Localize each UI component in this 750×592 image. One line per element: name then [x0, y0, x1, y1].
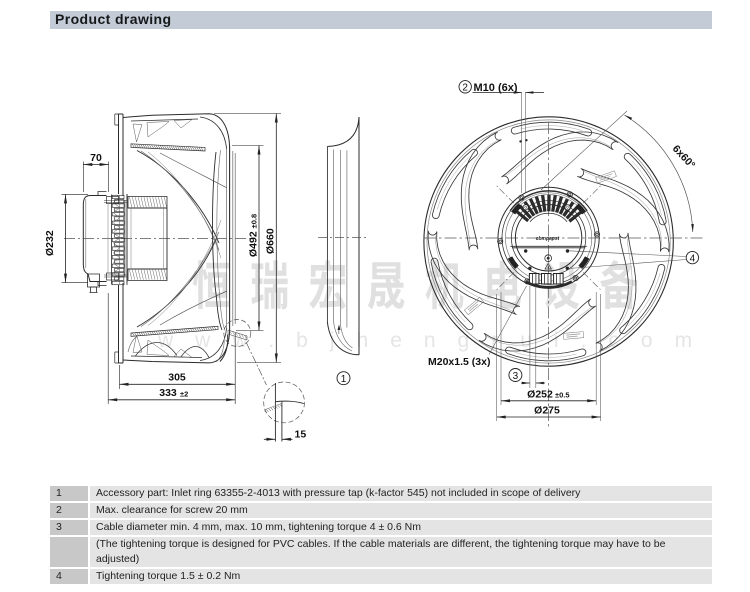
svg-text:15: 15 [295, 429, 307, 441]
svg-text:Ø232: Ø232 [44, 230, 56, 256]
svg-text:1: 1 [341, 374, 347, 385]
svg-text:3: 3 [513, 371, 519, 382]
svg-text:4: 4 [690, 253, 696, 264]
svg-text:M20x1.5 (3x): M20x1.5 (3x) [428, 356, 490, 368]
svg-text:2: 2 [462, 83, 468, 94]
svg-text:ebmpapst: ebmpapst [536, 236, 560, 242]
svg-text:±0.5: ±0.5 [555, 391, 570, 400]
svg-text:M10 (6x): M10 (6x) [474, 82, 518, 94]
svg-text:Ø660: Ø660 [265, 228, 277, 254]
svg-text:Ø252: Ø252 [527, 389, 553, 401]
svg-text:70: 70 [90, 152, 102, 164]
svg-text:305: 305 [168, 372, 186, 384]
svg-text:www.bjhengrui.com: www.bjhengrui.com [157, 329, 714, 352]
svg-text:±2: ±2 [180, 390, 188, 399]
svg-text:Ø492 ±0.8: Ø492 ±0.8 [248, 214, 260, 257]
svg-text:Ø275: Ø275 [534, 405, 560, 417]
svg-text:333: 333 [159, 387, 177, 399]
